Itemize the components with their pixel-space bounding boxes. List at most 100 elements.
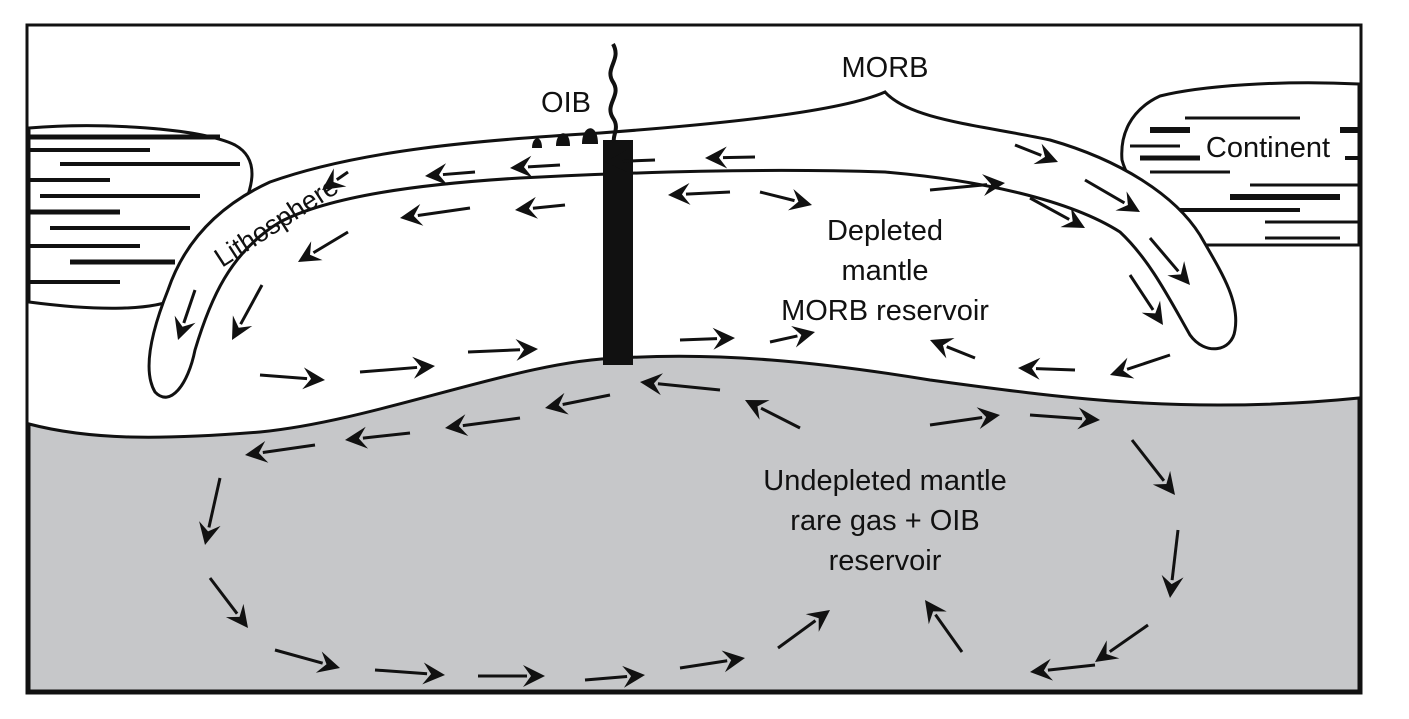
flow-arrow (510, 155, 561, 178)
flow-arrow (1148, 237, 1190, 285)
flow-arrow-shaft (207, 477, 222, 528)
flow-arrow (584, 665, 645, 688)
flow-arrow (445, 414, 521, 436)
flow-arrow-shaft (760, 406, 801, 430)
depleted-label-line1: Depleted (827, 215, 943, 247)
flow-arrow-head (668, 182, 691, 205)
flow-arrow-shaft (182, 289, 197, 324)
flow-arrow-head (622, 665, 645, 688)
flow-arrow-head (232, 315, 253, 340)
morb-label: MORB (842, 52, 929, 84)
undepleted-label-line2: rare gas + OIB (790, 505, 979, 537)
flow-arrow-shaft (239, 284, 264, 325)
flow-arrow-head (1060, 207, 1085, 228)
flow-arrow-head (605, 150, 628, 173)
flow-arrow (259, 367, 325, 390)
flow-arrow-head (805, 610, 830, 632)
flow-arrow-head (412, 356, 435, 379)
flow-arrow (930, 337, 976, 360)
flow-arrow-shaft (1126, 353, 1171, 371)
flow-arrow-head (1030, 658, 1054, 681)
flow-arrow-head (425, 163, 448, 186)
undepleted-mantle-label: Undepleted mantle rare gas + OIB reservo… (763, 465, 1006, 577)
flow-arrow-head (315, 651, 340, 673)
flow-arrow (1029, 196, 1085, 228)
flow-arrow-shaft (1128, 274, 1155, 311)
flow-arrow-shaft (374, 668, 428, 676)
depleted-label-line3: MORB reservoir (781, 295, 989, 327)
flow-arrow-head (1167, 261, 1190, 285)
flow-arrow-head (791, 326, 815, 348)
flow-arrow (605, 150, 656, 173)
flow-arrow (199, 477, 222, 545)
flow-arrow (1128, 274, 1163, 325)
flow-arrow-shaft (622, 158, 656, 163)
flow-arrow-head (745, 400, 770, 420)
flow-arrow-head (1018, 357, 1041, 380)
flow-arrow-shaft (1029, 413, 1083, 421)
lithosphere-band (147, 90, 1238, 399)
flow-arrow (467, 338, 538, 361)
flow-arrow (777, 610, 830, 650)
flow-arrow (925, 600, 964, 653)
oib-seamounts (532, 128, 598, 148)
flow-arrow-shaft (1108, 623, 1149, 653)
flow-arrow-head (245, 440, 269, 463)
flow-arrow (640, 373, 721, 396)
flow-arrows (174, 143, 1190, 688)
flow-arrow (515, 196, 566, 219)
flow-arrow (298, 230, 349, 262)
flow-arrow (245, 440, 316, 463)
flow-arrow (1161, 529, 1184, 598)
flow-arrow-shaft (929, 183, 988, 192)
undepleted-label-line1: Undepleted mantle (763, 465, 1006, 497)
flow-arrow-shaft (527, 163, 561, 169)
flow-arrow-shaft (417, 206, 471, 217)
flow-arrow (374, 662, 445, 685)
flow-arrow-shaft (467, 348, 521, 354)
flow-arrow-head (1161, 574, 1184, 598)
flow-arrow-head (982, 174, 1005, 196)
oib-plume-conduit (603, 140, 633, 365)
flow-arrow (545, 392, 611, 415)
flow-arrow-head (1033, 143, 1058, 165)
flow-arrow (929, 174, 1005, 196)
flow-arrow (345, 426, 411, 449)
flow-arrow-head (712, 327, 735, 350)
flow-arrow-shaft (359, 365, 418, 374)
flow-arrow-shaft (769, 334, 798, 344)
flow-arrow-shaft (722, 155, 756, 160)
flow-arrow-head (640, 373, 663, 396)
flow-arrow (322, 168, 349, 190)
flow-arrow (745, 400, 801, 430)
flow-arrow-shaft (1130, 439, 1166, 482)
flow-arrow-shaft (262, 443, 316, 454)
flow-arrow-shaft (1084, 178, 1126, 205)
flow-arrow-head (515, 338, 538, 361)
flow-arrow-shaft (1014, 143, 1042, 157)
flow-arrow-shaft (759, 190, 795, 203)
flow-arrow (400, 203, 471, 226)
flow-arrow-shaft (362, 431, 411, 440)
flow-arrow-shaft (1148, 237, 1180, 273)
flow-arrow-head (1115, 191, 1140, 212)
flow-arrow-head (1141, 300, 1163, 325)
flow-arrow (359, 356, 435, 379)
undepleted-mantle-region (27, 354, 1361, 693)
depleted-label-line2: mantle (841, 255, 928, 287)
depleted-mantle-label: Depleted mantle MORB reservoir (781, 215, 989, 327)
flow-arrow-shaft (312, 230, 349, 255)
flow-arrow (274, 648, 340, 673)
flow-arrow (425, 163, 476, 186)
flow-arrow-head (930, 337, 955, 359)
flow-arrow-shaft (934, 613, 964, 653)
oib-volcano-wiggle (608, 43, 618, 143)
flow-arrow-head (199, 521, 221, 545)
flow-arrow (208, 577, 248, 628)
flow-arrow-shaft (462, 416, 521, 428)
flow-arrow-head (225, 603, 248, 628)
flow-arrow (1095, 623, 1149, 662)
flow-arrow-head (298, 241, 323, 262)
flow-arrow (1018, 357, 1076, 380)
